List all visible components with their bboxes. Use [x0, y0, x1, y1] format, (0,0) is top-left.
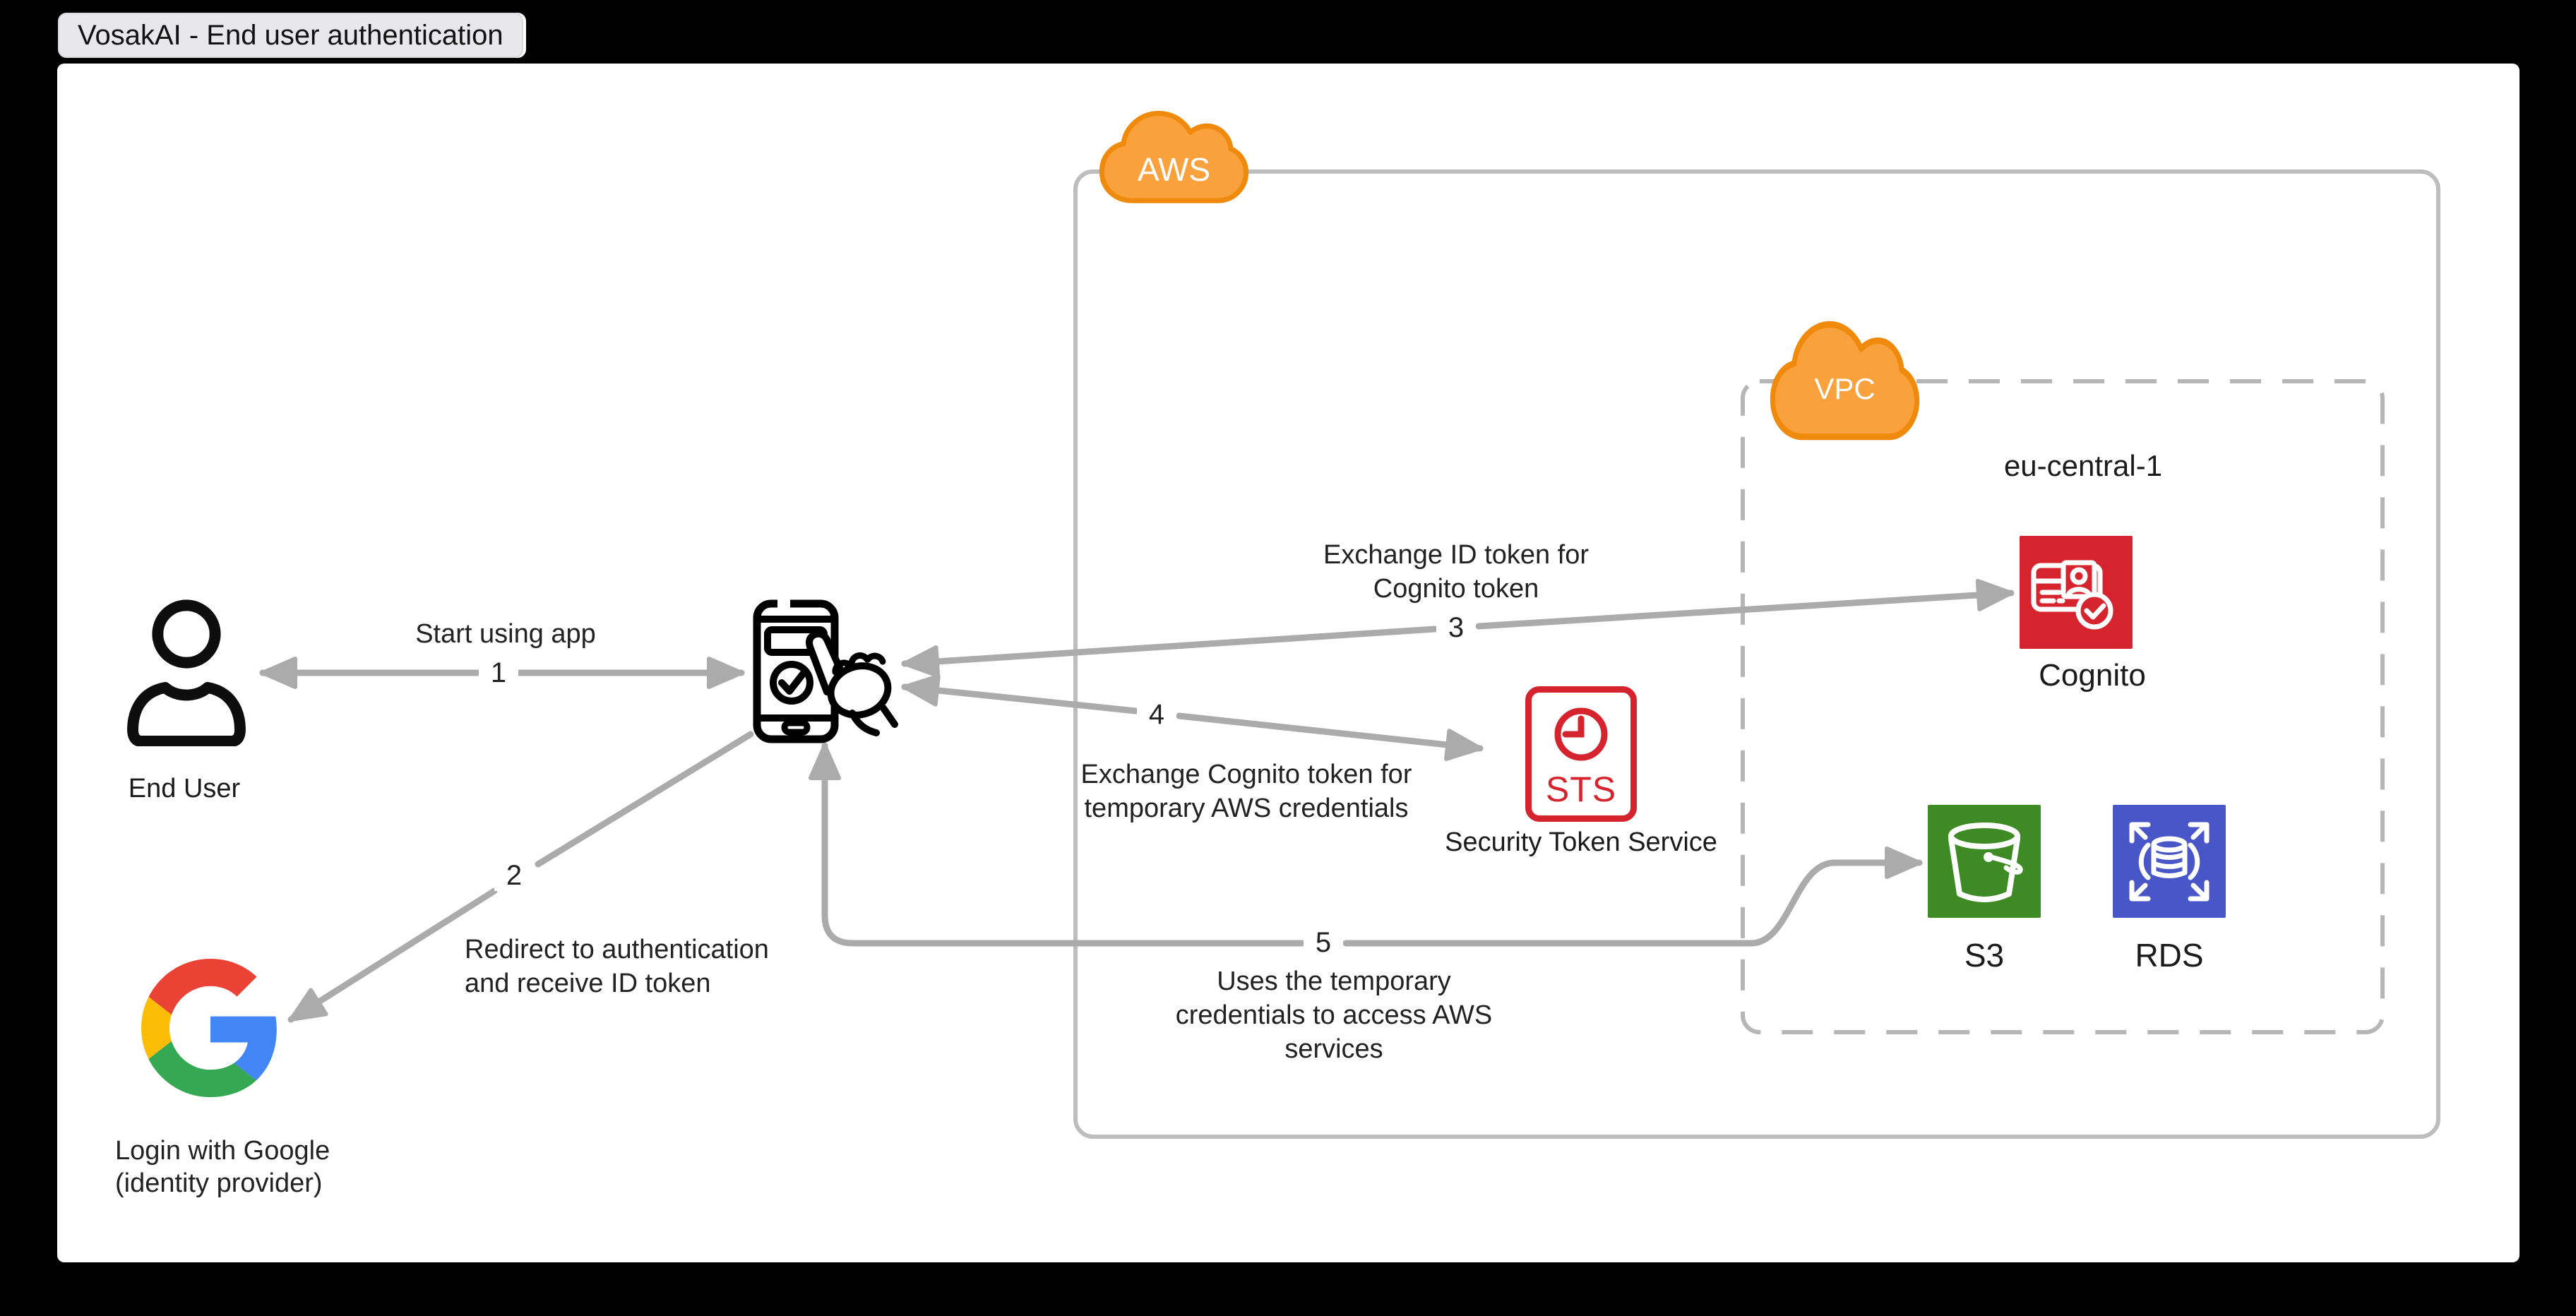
google-node	[141, 959, 280, 1097]
app-node	[745, 593, 900, 748]
vpc-cloud-icon: VPC	[1769, 316, 1921, 443]
s3-label: S3	[1964, 937, 2005, 974]
flow3-label: Exchange ID token for Cognito token	[1323, 540, 1589, 604]
aws-cloud-icon: AWS	[1098, 106, 1250, 207]
mobile-app-tap-icon	[753, 599, 898, 743]
vpc-region-label: eu-central-1	[2003, 449, 2163, 482]
vpc-group-label: VPC	[1814, 372, 1876, 406]
google-label: Login with Google (identity provider)	[115, 1136, 330, 1198]
sts-node: STS	[1525, 686, 1637, 822]
rds-label: RDS	[2135, 937, 2204, 974]
flow3-number: 3	[1436, 612, 1476, 643]
s3-node	[1928, 805, 2041, 918]
end-user-label: End User	[128, 774, 241, 803]
sts-clock-icon	[1554, 707, 1608, 761]
flow4-label: Exchange Cognito token for temporary AWS…	[1080, 760, 1412, 823]
cognito-node	[2020, 536, 2133, 649]
cognito-id-card-icon	[2031, 560, 2113, 630]
person-icon	[127, 599, 246, 747]
cognito-label: Cognito	[2039, 658, 2146, 693]
flow5-label: Uses the temporary credentials to access…	[1175, 967, 1493, 1064]
s3-bucket-icon	[1948, 823, 2023, 902]
rds-node	[2113, 805, 2226, 918]
end-user-node	[124, 597, 249, 747]
window-tab-title[interactable]: VosakAI - End user authentication	[58, 13, 523, 58]
flow2-label: Redirect to authentication and receive I…	[465, 935, 769, 998]
aws-group-label: AWS	[1137, 150, 1211, 188]
rds-database-icon	[2129, 822, 2210, 902]
flow4-number: 4	[1137, 699, 1176, 730]
flow5-number: 5	[1304, 927, 1343, 958]
google-g-icon	[141, 959, 277, 1097]
sts-badge: STS	[1545, 770, 1617, 809]
flow2-number: 2	[494, 860, 534, 891]
flow1-number: 1	[479, 657, 518, 688]
sts-label: Security Token Service	[1445, 827, 1717, 857]
flow1-label: Start using app	[415, 619, 596, 649]
